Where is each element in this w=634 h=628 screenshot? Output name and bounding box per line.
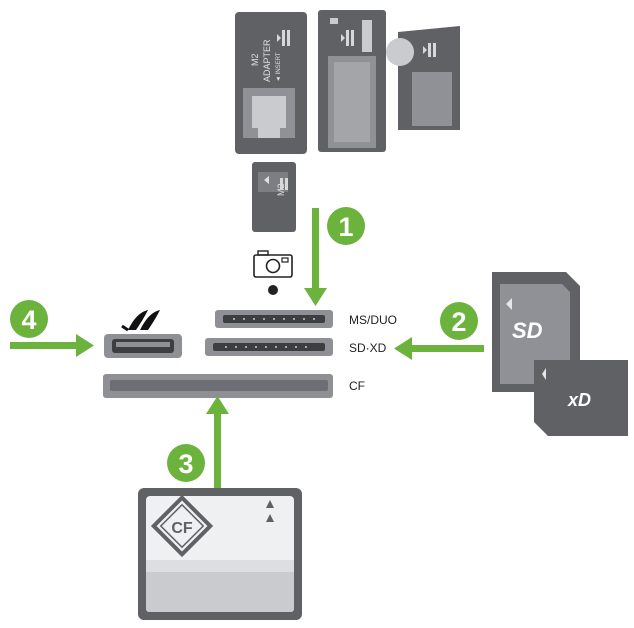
memory-stick-logo-icon	[341, 30, 354, 46]
slot-usb[interactable]	[104, 334, 182, 358]
slot-ms-duo[interactable]	[215, 310, 333, 328]
arrow-4	[10, 334, 94, 357]
step-badge-4: 4	[10, 300, 48, 338]
step-badge-2: 2	[440, 302, 478, 340]
step-number-4: 4	[21, 305, 36, 335]
slot-label-ms-duo: MS/DUO	[349, 313, 397, 327]
camera-icon	[253, 250, 293, 278]
memory-stick-duo-card	[386, 26, 460, 130]
step-number-1: 1	[338, 212, 353, 242]
memory-stick-logo-icon	[277, 30, 290, 46]
arrow-1	[304, 208, 327, 306]
memory-stick-logo-icon	[280, 178, 288, 190]
step-number-2: 2	[451, 307, 466, 337]
sd-logo-icon: SD	[512, 318, 543, 343]
pictbridge-icon	[121, 310, 160, 332]
xd-logo-icon: xD	[567, 390, 591, 410]
m2-adapter-text-3: ◄ INSERT	[276, 52, 282, 82]
xd-card: xD	[534, 360, 628, 436]
step-number-3: 3	[178, 449, 193, 479]
slot-sd-xd[interactable]	[205, 338, 333, 356]
memory-stick-logo-icon	[423, 43, 436, 57]
cf-logo-text: CF	[171, 520, 193, 537]
cf-card: CF	[138, 488, 302, 620]
slot-cf[interactable]	[103, 374, 333, 398]
step-badge-3: 3	[167, 444, 205, 482]
step-badge-1: 1	[327, 207, 365, 245]
slot-label-cf: CF	[349, 379, 365, 393]
m2-adapter-text-1: M2	[250, 53, 260, 66]
m2-card: M2	[252, 162, 296, 232]
m2-adapter-card: M2 ADAPTER ◄ INSERT	[235, 12, 307, 154]
memory-stick-card	[318, 10, 386, 152]
status-led	[268, 285, 278, 295]
slot-label-sd-xd: SD·XD	[349, 341, 387, 355]
arrow-2	[394, 337, 484, 360]
m2-adapter-text-2: ADAPTER	[262, 39, 272, 82]
arrow-3	[206, 396, 229, 490]
cf-logo-icon: CF	[150, 494, 214, 558]
